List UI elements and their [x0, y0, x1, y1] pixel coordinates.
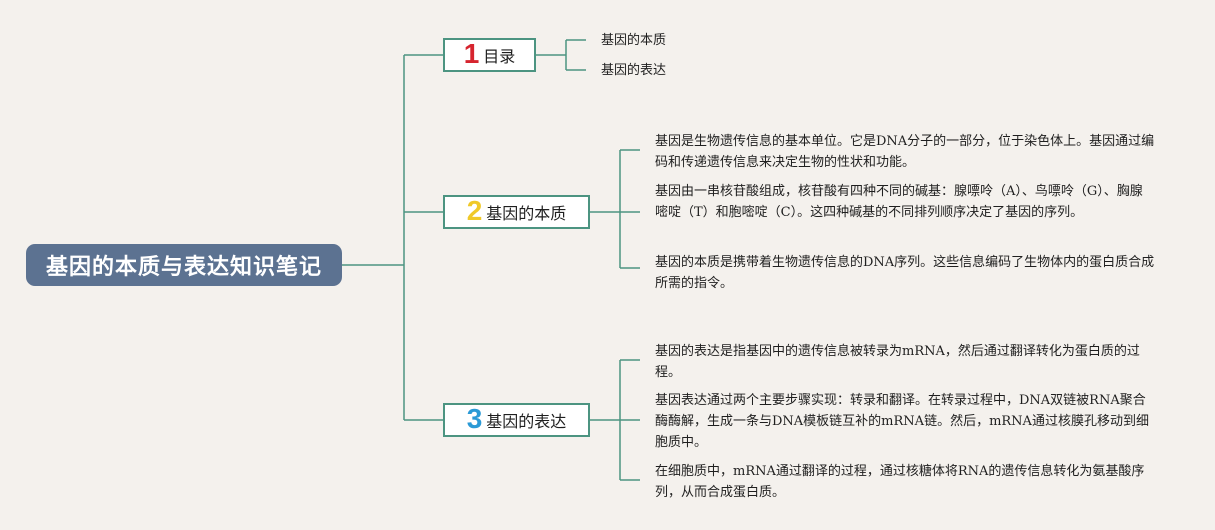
nature-note-3[interactable]: 基因的本质是携带着生物遗传信息的DNA序列。这些信息编码了生物体内的蛋白质合成所… [655, 255, 1155, 291]
expression-note-2[interactable]: 基因表达通过两个主要步骤实现：转录和翻译。在转录过程中，DNA双链被RNA聚合酶… [655, 393, 1149, 450]
branch-label-gene-nature: 基因的本质 [486, 204, 567, 223]
expression-note-3[interactable]: 在细胞质中，mRNA通过翻译的过程，通过核糖体将RNA的遗传信息转化为氨基酸序列… [655, 464, 1145, 500]
branch-toc[interactable]: 1 目录 [443, 38, 536, 72]
branch-gene-nature[interactable]: 2 基因的本质 [443, 195, 590, 229]
root-topic[interactable]: 基因的本质与表达知识笔记 [26, 244, 342, 286]
branch-number-3: 3 [466, 403, 483, 434]
branch-number-1: 1 [463, 38, 480, 69]
toc-item-1[interactable]: 基因的本质 [601, 33, 667, 48]
expression-note-1[interactable]: 基因的表达是指基因中的遗传信息被转录为mRNA，然后通过翻译转化为蛋白质的过程。 [655, 344, 1140, 380]
branch-label-gene-expression: 基因的表达 [486, 412, 567, 431]
nature-note-1[interactable]: 基因是生物遗传信息的基本单位。它是DNA分子的一部分，位于染色体上。基因通过编码… [655, 134, 1155, 170]
branch-gene-expression[interactable]: 3 基因的表达 [443, 403, 590, 437]
root-title: 基因的本质与表达知识笔记 [45, 255, 322, 280]
branch-number-2: 2 [466, 195, 483, 226]
branch-label-toc: 目录 [483, 47, 516, 66]
toc-item-2[interactable]: 基因的表达 [601, 63, 667, 78]
nature-note-2[interactable]: 基因由一串核苷酸组成，核苷酸有四种不同的碱基：腺嘌呤（A）、鸟嘌呤（G）、胸腺嘧… [655, 184, 1143, 220]
